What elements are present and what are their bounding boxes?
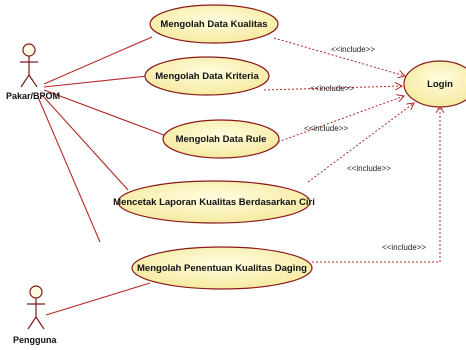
include-kriteria-login [263, 86, 402, 91]
include-rule-login [277, 96, 404, 143]
svg-text:Mengolah Data Rule: Mengolah Data Rule [176, 134, 267, 145]
association-pakar-kualitas [43, 36, 153, 85]
svg-text:Mencetak Laporan Kualitas Berd: Mencetak Laporan Kualitas Berdasarkan Ci… [113, 197, 315, 208]
use-case-mengolah-data-kriteria[interactable]: Mengolah Data Kriteria [144, 56, 270, 96]
actor-label-pengguna: Pengguna [13, 335, 57, 345]
svg-text:Mengolah Data Kualitas: Mengolah Data Kualitas [160, 19, 267, 30]
include-label-kualitas: <<include>> [331, 45, 375, 54]
use-case-login[interactable]: Login [403, 60, 466, 108]
include-label-laporan: <<include>> [347, 164, 391, 173]
svg-text:Login: Login [427, 79, 453, 90]
association-pakar-kriteria [43, 75, 149, 88]
actor-label-pakar: Pakar/BPOM [6, 91, 60, 101]
actor-pakar-bpom[interactable]: Pakar/BPOM [6, 43, 60, 101]
association-pengguna-penentuan [45, 282, 151, 316]
association-pakar-laporan [41, 94, 129, 191]
use-case-mengolah-penentuan[interactable]: Mengolah Penentuan Kualitas Daging [131, 246, 313, 290]
association-pakar-rule [43, 89, 165, 136]
pakar-associations [37, 36, 165, 243]
include-penentuan-login [312, 106, 440, 263]
pengguna-associations [45, 282, 151, 316]
use-case-mengolah-data-kualitas[interactable]: Mengolah Data Kualitas [149, 4, 279, 44]
svg-text:Mengolah Data Kriteria: Mengolah Data Kriteria [155, 71, 259, 82]
include-labels: <<include>> <<include>> <<include>> <<in… [304, 45, 426, 252]
actor-figure-icon [20, 43, 38, 88]
use-case-mencetak-laporan[interactable]: Mencetak Laporan Kualitas Berdasarkan Ci… [113, 180, 315, 224]
include-relations [263, 37, 440, 263]
association-pakar-penentuan [37, 96, 101, 243]
include-label-rule: <<include>> [304, 124, 348, 133]
actor-pengguna[interactable]: Pengguna [13, 285, 57, 345]
actor-figure-icon [27, 285, 45, 330]
use-case-mengolah-data-rule[interactable]: Mengolah Data Rule [162, 119, 280, 159]
include-kualitas-login [273, 37, 405, 76]
include-label-penentuan: <<include>> [382, 243, 426, 252]
svg-text:Mengolah Penentuan Kualitas Da: Mengolah Penentuan Kualitas Daging [137, 263, 307, 274]
include-label-kriteria: <<include>> [310, 84, 354, 93]
